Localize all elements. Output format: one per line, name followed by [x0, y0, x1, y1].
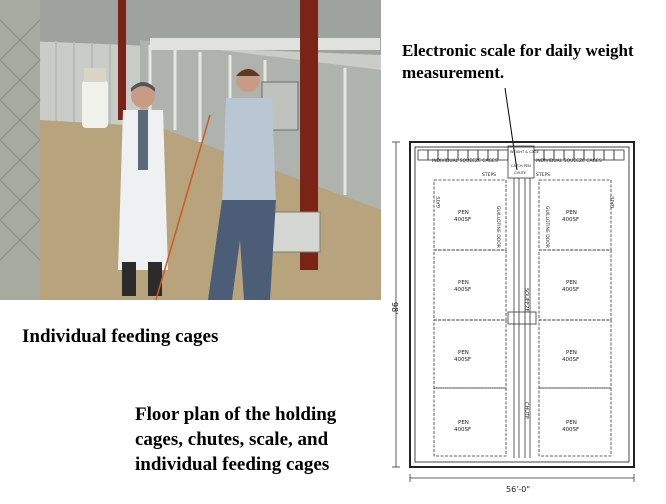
pen-area: 400SF — [562, 427, 579, 433]
person-lab-coat — [118, 82, 168, 296]
pen-name: PEN — [566, 420, 577, 426]
cages-left-label: INDIVIDUAL SQUEEZE CAGES — [432, 158, 498, 164]
pen-name: PEN — [566, 280, 577, 286]
outer-wall — [409, 141, 635, 468]
pen-area: 400SF — [454, 357, 471, 363]
pen-area: 400SF — [454, 427, 471, 433]
pen-name: PEN — [458, 280, 469, 286]
red-pole — [300, 0, 318, 270]
gate-left-label: GATE — [436, 196, 442, 208]
cages-caption: Individual feeding cages — [22, 326, 219, 347]
white-barrel — [82, 80, 108, 128]
chute-top-label: CHUTE — [514, 171, 526, 175]
steps-left-label: STEPS — [482, 172, 496, 178]
scale-caption: Electronic scale for daily weight measur… — [402, 41, 634, 82]
cage-pointer-line — [155, 114, 211, 300]
individual-cage-row — [417, 145, 625, 179]
floor-plan-drawing: INDIVIDUAL SQUEEZE CAGES INDIVIDUAL SQUE… — [390, 141, 635, 494]
chute-label: CHUTE — [523, 402, 529, 419]
guillotine-left-label: GUILLOTINE DOOR — [495, 206, 501, 248]
steps-right-label: STEPS — [536, 172, 550, 178]
cages-right-label: INDIVIDUAL SQUEEZE CAGES — [536, 158, 602, 164]
floor-plan-caption: Floor plan of the holding cages, chutes,… — [135, 404, 337, 475]
dimension-lines — [392, 141, 635, 482]
pen-area: 400SF — [454, 287, 471, 293]
pen-name: PEN — [458, 420, 469, 426]
photo-illustration — [0, 0, 381, 300]
pen-name: PEN — [458, 210, 469, 216]
person-right — [208, 68, 276, 300]
right-pens — [538, 179, 612, 457]
pen-labels: PEN 400SF PEN 400SF PEN 400SF PEN 400SF … — [454, 210, 579, 433]
photo-feeding-cages — [0, 0, 381, 300]
floor-plan: INDIVIDUAL SQUEEZE CAGES INDIVIDUAL SQUE… — [384, 120, 666, 500]
central-chute — [507, 178, 537, 458]
gate-right-label: GATE — [610, 196, 616, 208]
red-post — [118, 0, 126, 120]
scale-pointer-line — [504, 87, 518, 171]
squeeze-label: SQUEEZE — [523, 288, 529, 312]
pen-area: 400SF — [454, 217, 471, 223]
guillotine-right-label: GUILLOTINE DOOR — [544, 206, 550, 248]
pen-name: PEN — [566, 210, 577, 216]
pen-name: PEN — [566, 350, 577, 356]
barrel-box — [84, 68, 106, 82]
pen-area: 400SF — [562, 217, 579, 223]
catch-pen-label: CATCH PEN — [511, 164, 531, 168]
inner-wall — [414, 146, 630, 463]
weight-cage-label: WEIGHT & CAGE — [510, 150, 539, 154]
left-pens — [433, 179, 507, 457]
pen-name: PEN — [458, 350, 469, 356]
height-dimension: 98' — [390, 302, 399, 314]
pen-area: 400SF — [562, 357, 579, 363]
pen-area: 400SF — [562, 287, 579, 293]
left-fence — [0, 0, 41, 300]
width-dimension: 56'-0" — [506, 485, 530, 494]
